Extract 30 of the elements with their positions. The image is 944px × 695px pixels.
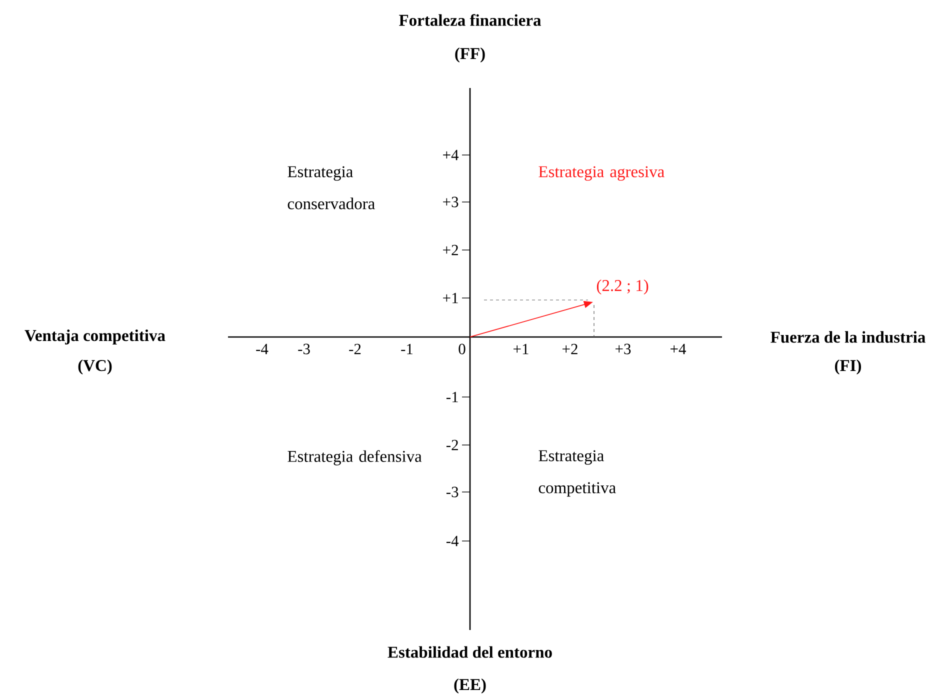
axis-title: Ventaja competitiva	[24, 330, 166, 344]
tick-label: -2	[446, 440, 458, 450]
quadrant-label: Estrategia conservadora	[288, 166, 375, 210]
tick-label: -3	[446, 486, 458, 498]
tick-label: -1	[446, 392, 458, 402]
axis-title: Fuerza de la industria	[770, 331, 926, 343]
point-label: (2.2 ; 1)	[596, 280, 648, 294]
quadrant-label: Estrategia agresiva	[538, 166, 664, 181]
axis-title: (FF)	[455, 48, 485, 62]
axis-title: Fortaleza financiera	[399, 14, 542, 26]
tick-label: +1	[514, 344, 528, 354]
tick-label: +2	[562, 344, 578, 354]
tick-label: -3	[298, 344, 310, 354]
tick-label: +4	[670, 344, 686, 354]
axis-title: (VC)	[78, 360, 112, 374]
tick-label: +3	[616, 344, 631, 354]
tick-label: -2	[349, 344, 361, 354]
axis-title: (EE)	[454, 678, 486, 694]
tick-label: +4	[443, 150, 459, 160]
tick-label: 0	[458, 344, 466, 354]
tick-label: +1	[443, 292, 458, 304]
tick-label: +3	[443, 196, 458, 208]
quadrant-label: Estrategia competitiva	[538, 450, 616, 497]
tick-label: +2	[443, 244, 458, 256]
tick-label: -4	[256, 344, 268, 354]
axis-title: (FI)	[834, 360, 862, 374]
tick-label: -1	[401, 344, 413, 354]
axis-title: Estabilidad del entorno	[388, 646, 552, 658]
tick-label: -4	[446, 536, 459, 546]
quadrant-label: Estrategia defensiva	[288, 450, 422, 466]
